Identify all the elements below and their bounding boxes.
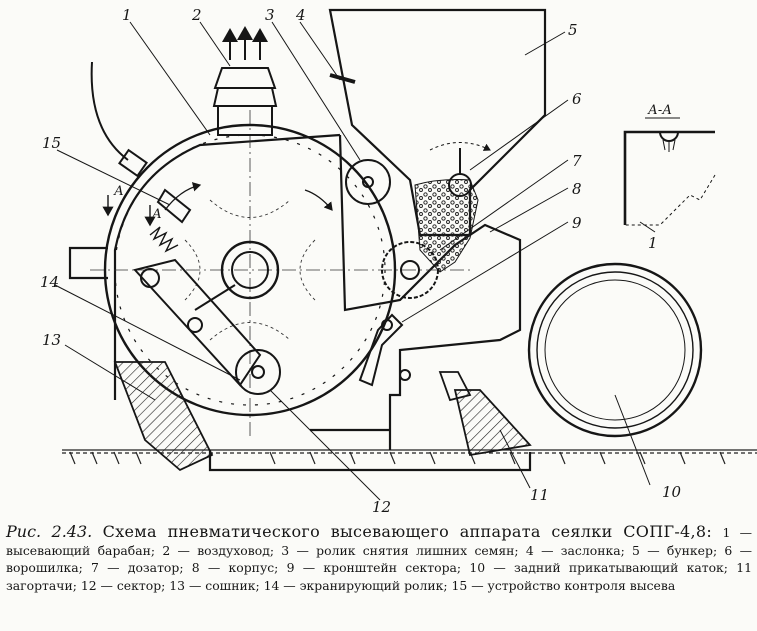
caption-prefix: Рис. <box>6 522 42 541</box>
arrow-label-a: А <box>113 184 124 199</box>
callout-14: 14 <box>40 273 59 291</box>
callout-8: 8 <box>572 180 582 198</box>
arrow-label-a-2: А <box>151 207 162 222</box>
doser-rotor <box>381 241 439 299</box>
callout-11: 11 <box>530 486 549 504</box>
callout-12: 12 <box>372 498 391 516</box>
seeder-diagram: 1 2 3 4 5 6 7 8 9 10 11 12 13 14 15 1 А-… <box>40 6 757 516</box>
agitator <box>429 142 491 197</box>
section-label: А-А <box>647 103 672 118</box>
screening-roller-arm <box>133 226 281 395</box>
coulter <box>113 361 214 472</box>
callout-13: 13 <box>42 331 61 349</box>
callout-4: 4 <box>295 6 306 24</box>
seed-hopper <box>328 8 547 273</box>
rear-press-roller <box>527 262 703 438</box>
section-arrows <box>102 195 156 227</box>
caption-number: 2.43. <box>51 522 93 541</box>
figure-caption: Рис. 2.43. Схема пневматического высеваю… <box>6 523 752 594</box>
callout-1-inset: 1 <box>648 234 658 252</box>
sector-bracket <box>358 313 411 387</box>
excess-seed-roller <box>345 159 391 205</box>
caption-legend: 1 — высевающий барабан; 2 — воздуховод; … <box>6 525 753 593</box>
leader-lines <box>54 21 656 501</box>
section-aa-inset <box>623 117 716 226</box>
callout-3: 3 <box>265 6 275 24</box>
callout-15: 15 <box>42 134 61 152</box>
sowing-control-device <box>90 61 192 224</box>
sowing-drum <box>90 110 470 440</box>
callout-1: 1 <box>122 6 132 24</box>
covering-tines <box>438 371 532 457</box>
callout-5: 5 <box>568 21 578 39</box>
callout-10: 10 <box>662 483 682 501</box>
callout-7: 7 <box>572 152 582 170</box>
air-duct <box>212 26 278 136</box>
callout-6: 6 <box>572 90 582 108</box>
callout-9: 9 <box>572 214 582 232</box>
callout-2: 2 <box>191 6 202 24</box>
caption-title: Схема пневматического высевающего аппара… <box>102 522 713 541</box>
